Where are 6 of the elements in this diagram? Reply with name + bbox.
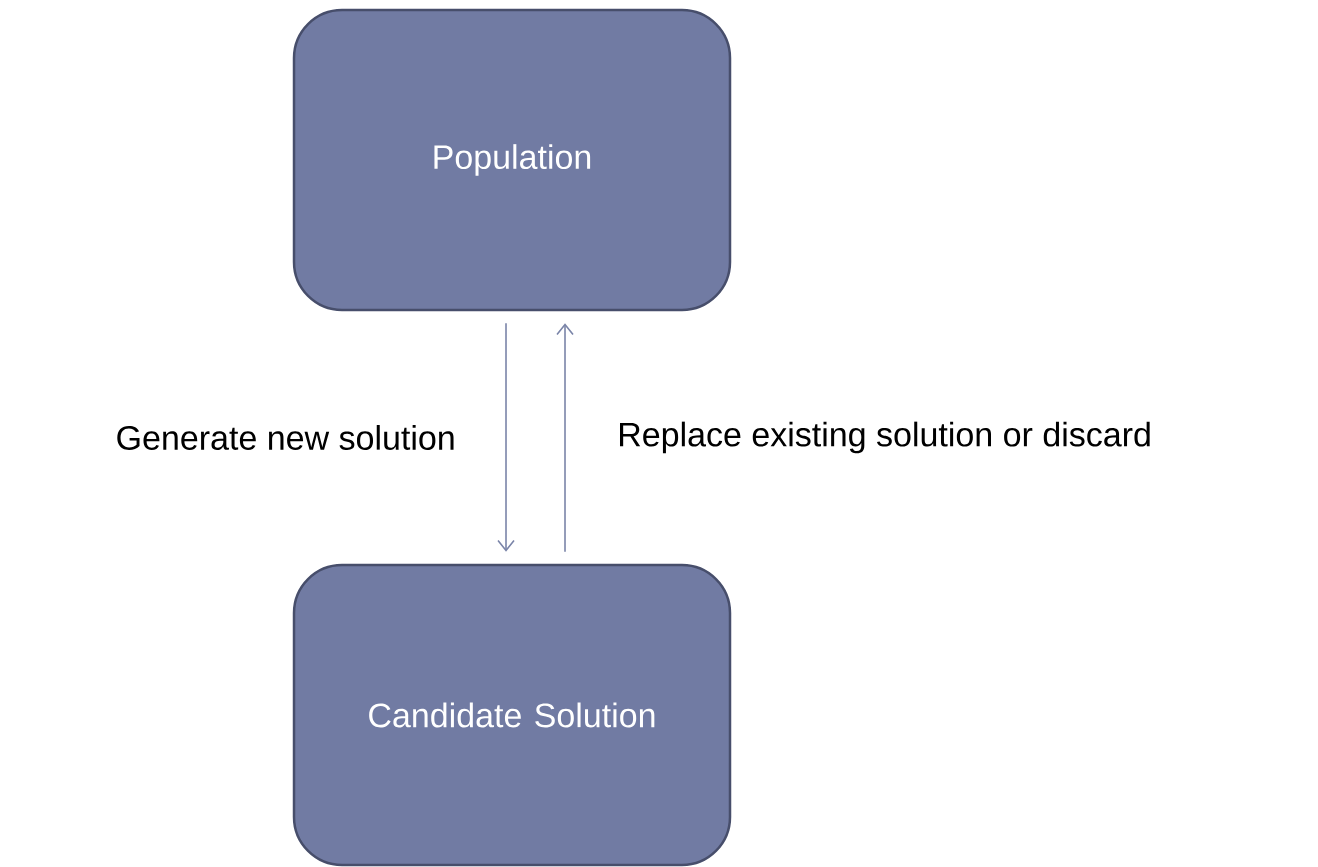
arrow [497, 322, 515, 552]
edge-label: Replace existing solution or discard [620, 421, 1150, 454]
process-box: Population [292, 8, 732, 312]
process-box: Candidate Solution [292, 563, 732, 867]
edge-label: Generate new solution [117, 425, 454, 450]
arrow [556, 323, 574, 553]
